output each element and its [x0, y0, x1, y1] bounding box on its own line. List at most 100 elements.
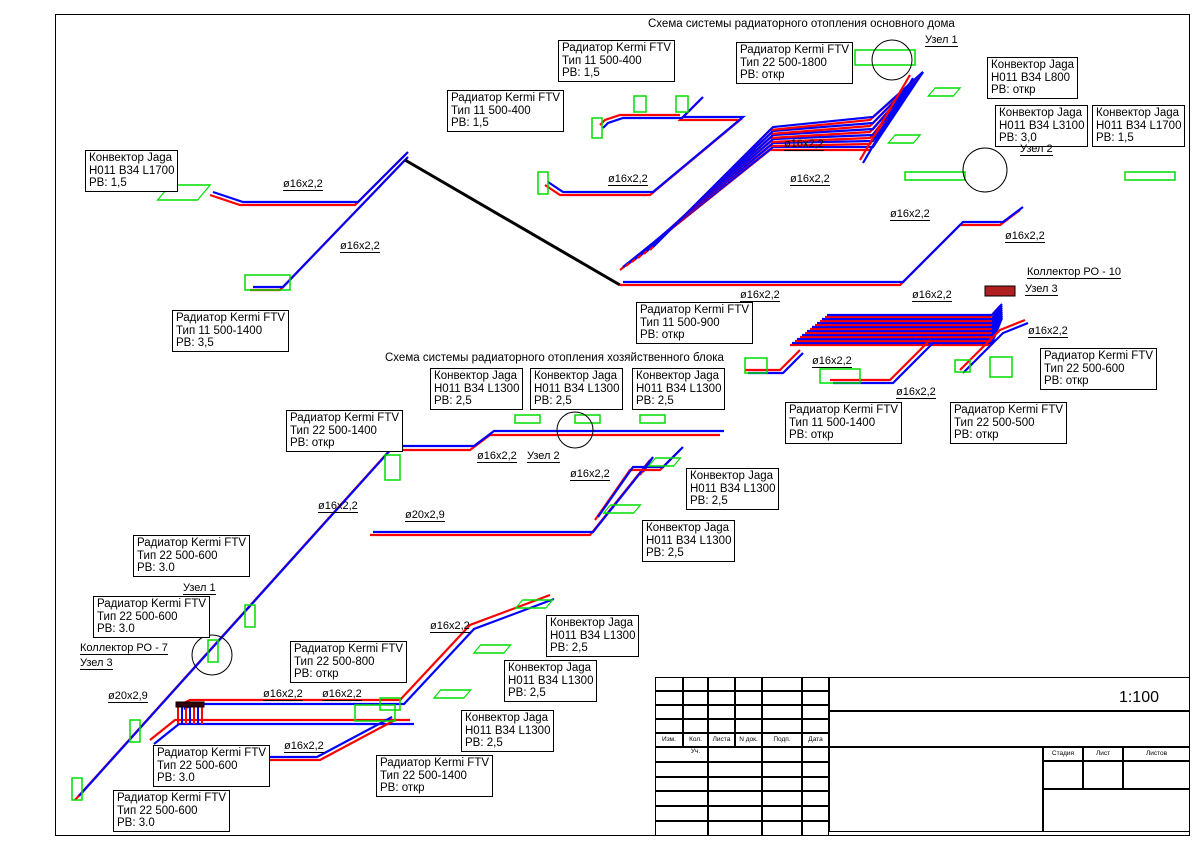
radiator-icon	[244, 604, 256, 628]
pipe-util-southwest-supply	[149, 718, 410, 741]
equipment-label-line: Конвектор Jaga	[646, 522, 730, 534]
equipment-label-line: Радиатор Kermi FTV	[97, 598, 207, 610]
radiator-icon	[926, 87, 962, 97]
stamp-cell	[655, 705, 683, 719]
node-label: Узел 3	[80, 657, 113, 670]
pipe-collector-lines-return	[812, 309, 1003, 329]
pipe-main-trunk-supply	[631, 74, 921, 263]
pipe-main-trunk-supply	[625, 74, 921, 267]
stamp-cell	[762, 677, 802, 691]
stamp-cell	[708, 677, 735, 691]
pipe-size-label: ø16x2,2	[1005, 230, 1045, 243]
equipment-label-line: H011 B34 L1300	[434, 382, 520, 395]
equipment-label-line: Конвектор Jaga	[465, 712, 549, 724]
equipment-label-line: Конвектор Jaga	[999, 107, 1083, 119]
pipe-sw-branch-return	[253, 156, 409, 289]
equipment-label-line: Радиатор Kermi FTV	[451, 92, 561, 104]
radiator-icon	[244, 274, 291, 291]
equipment-label-line: РВ: 3.0	[157, 772, 195, 784]
stamp-cell	[655, 776, 708, 792]
stamp-cell	[762, 747, 802, 762]
stamp-cell	[735, 719, 762, 733]
pipe-north-loop-return	[547, 96, 747, 194]
drawing-frame	[55, 14, 1190, 836]
radiator-icon	[854, 49, 916, 66]
pipe-size-label: ø16x2,2	[340, 240, 380, 253]
equipment-label-line: РВ: 1,5	[1096, 132, 1134, 144]
equipment-label-line: Тип 22 500-1400	[290, 424, 377, 437]
stamp-header: Кол. Уч.	[683, 733, 708, 755]
pipe-size-label: ø16x2,2	[263, 688, 303, 701]
pipe-size-label: ø16x2,2	[318, 500, 358, 513]
equipment-label-line: РВ: 3.0	[137, 562, 175, 574]
pipe-size-label: ø16x2,2	[570, 468, 610, 481]
stamp-cell	[762, 705, 802, 719]
equipment-label-line: Радиатор Kermi FTV	[380, 757, 490, 769]
equipment-label-line: H011 B34 L1300	[465, 724, 551, 737]
stamp-cell	[655, 821, 708, 836]
stamp-cell	[1123, 761, 1190, 789]
pipe-size-label: ø16x2,2	[784, 138, 824, 151]
pipe-north-radiators-supply	[599, 113, 680, 126]
equipment-label-line: H011 B34 L1300	[646, 534, 732, 547]
stamp-cell	[655, 747, 708, 762]
radiator-icon	[472, 644, 512, 654]
collector-label: Коллектор РО - 10	[1027, 266, 1122, 279]
equipment-label-line: РВ: 2,5	[534, 395, 572, 407]
collector-label: Коллектор РО - 7	[80, 642, 168, 655]
equipment-label-line: РВ: 3,0	[999, 132, 1037, 144]
title-main-house: Схема системы радиаторного отопления осн…	[648, 18, 955, 30]
radiator-icon	[354, 704, 396, 722]
stamp-cell	[802, 776, 829, 792]
radiator-icon	[537, 171, 549, 195]
equipment-label-line: РВ: 2,5	[690, 495, 728, 507]
collector-ro7	[175, 701, 205, 708]
pipe-collector-lines-return	[807, 311, 1003, 333]
stage-header: Листов	[1123, 747, 1190, 761]
radiator-icon	[379, 697, 401, 711]
pipe-util-east-return	[597, 446, 684, 518]
stamp-cell	[762, 821, 802, 836]
node-label: Узел 1	[925, 34, 958, 47]
stamp-cell	[802, 705, 829, 719]
pipe-collector-lines-return	[827, 303, 1003, 317]
equipment-label-line: РВ: 2,5	[646, 547, 684, 559]
stamp-cell	[802, 691, 829, 705]
radiator-icon	[904, 171, 966, 181]
radiator-icon	[514, 414, 541, 424]
radiator-icon	[591, 117, 603, 139]
equipment-label-line: Конвектор Jaga	[1096, 107, 1180, 119]
stamp-cell	[708, 747, 762, 762]
equipment-label-line: Конвектор Jaga	[690, 470, 774, 482]
stamp-header: N док.	[735, 733, 762, 747]
stamp-cell	[655, 719, 683, 733]
stamp-cell	[735, 705, 762, 719]
stamp-cell	[708, 691, 735, 705]
equipment-label-line: H011 B34 L1300	[534, 382, 620, 395]
stamp-cell	[708, 821, 762, 836]
equipment-label-line: Тип 22 500-800	[294, 655, 375, 668]
pipe-size-label: ø20x2,9	[405, 509, 445, 522]
equipment-label-line: Конвектор Jaga	[636, 370, 720, 382]
pipe-util-east-supply	[594, 449, 681, 521]
pipe-west-branch-return	[212, 151, 409, 204]
radiator-icon	[514, 599, 554, 609]
stamp-cell	[683, 691, 708, 705]
pipe-size-label: ø16x2,2	[430, 620, 470, 633]
equipment-label-line: H011 B34 L1700	[1096, 119, 1182, 132]
equipment-label-line: H011 B34 L3100	[999, 119, 1085, 132]
equipment-label-line: Конвектор Jaga	[508, 662, 592, 674]
